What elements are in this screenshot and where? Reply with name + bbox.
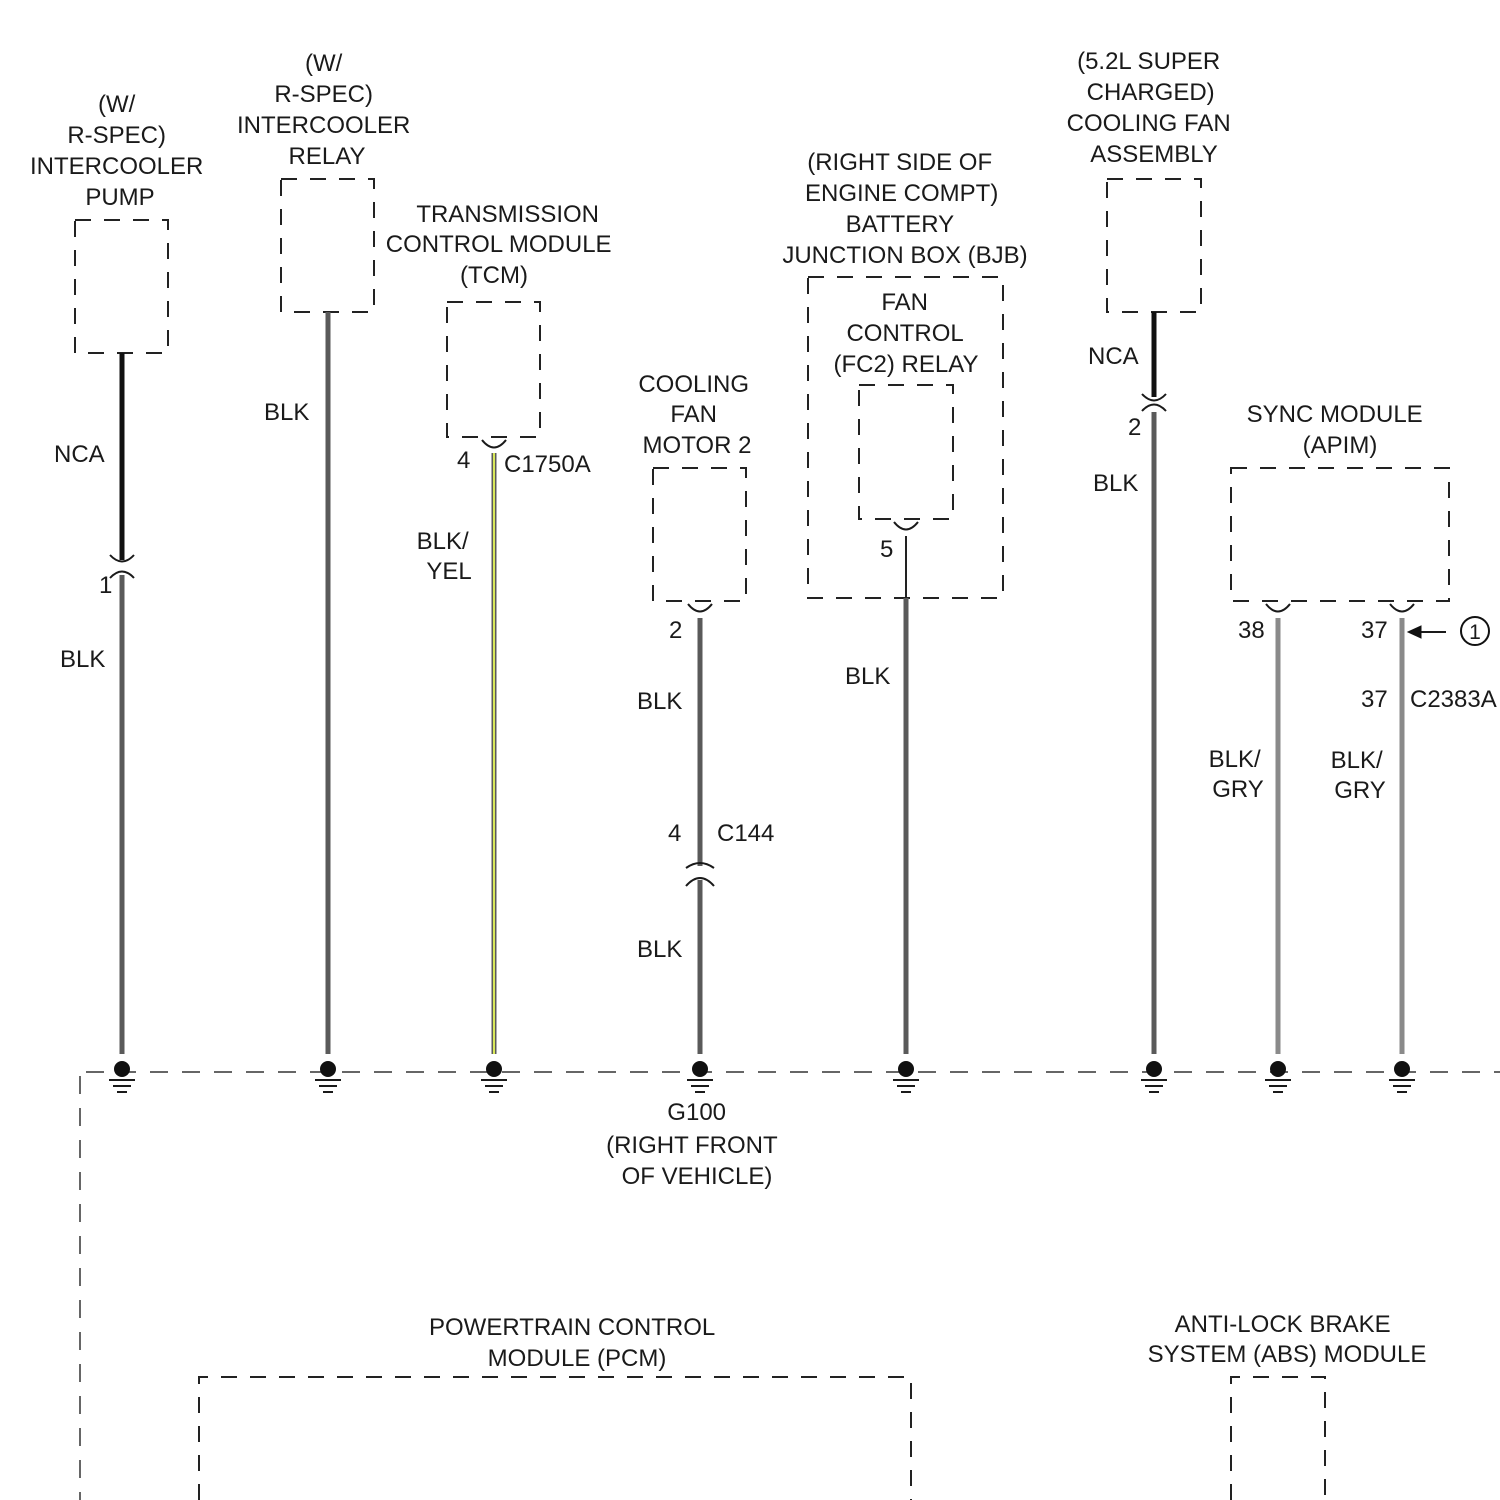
abs-module-box (1231, 1377, 1325, 1500)
fan-motor-pin-label: 2 (669, 617, 682, 644)
fan-motor-connector-symbol (688, 604, 712, 612)
intercooler-relay-label: (W/ R-SPEC) INTERCOOLER RELAY (237, 50, 417, 170)
relay-blk-label: BLK (264, 399, 309, 426)
fan-assembly-blk-label: BLK (1093, 470, 1138, 497)
ground-symbol (893, 1061, 919, 1092)
tcm-connector-symbol (482, 440, 506, 448)
cooling-fan-motor-2-box (653, 468, 746, 601)
ground-symbols (109, 1061, 1415, 1092)
sync-37-connector-symbol (1390, 604, 1414, 612)
intercooler-pump-label: (W/ R-SPEC) INTERCOOLER PUMP (30, 91, 210, 211)
ground-symbol (109, 1061, 135, 1092)
ground-symbol (315, 1061, 341, 1092)
tcm-box (447, 302, 540, 437)
ground-g100-label: G100 (RIGHT FRONT OF VEHICLE) (606, 1099, 784, 1190)
fc2-blk-label: BLK (845, 663, 890, 690)
fan-control-relay-box (859, 385, 953, 519)
ground-splice-dot (486, 1061, 502, 1077)
sync-pin-37-label: 37 (1361, 617, 1388, 644)
fc2-pin-label: 5 (880, 536, 893, 563)
fan-motor-blk-label-2: BLK (637, 936, 682, 963)
pump-nca-label: NCA (54, 441, 105, 468)
ground-symbol (481, 1061, 507, 1092)
pump-pin-label: 1 (99, 572, 112, 599)
c144-connector-label: C144 (717, 820, 774, 847)
ground-symbol (1265, 1061, 1291, 1092)
fan-control-relay-label: FAN CONTROL (FC2) RELAY (834, 289, 979, 378)
cooling-fan-assembly-box (1107, 179, 1201, 312)
intercooler-relay-box (281, 179, 374, 312)
intercooler-pump-box (75, 220, 168, 353)
ground-symbol (687, 1061, 713, 1092)
fc2-connector-symbol (894, 522, 918, 530)
bjb-label: (RIGHT SIDE OF ENGINE COMPT) BATTERY JUN… (782, 149, 1027, 269)
pcm-box (199, 1377, 911, 1500)
ground-splice-dot (114, 1061, 130, 1077)
callout-number: 1 (1469, 621, 1481, 644)
callout-arrow-head (1408, 626, 1421, 638)
pump-blk-label: BLK (60, 646, 105, 673)
c2383a-pin-label: 37 (1361, 686, 1388, 713)
ground-splice-dot (1394, 1061, 1410, 1077)
fan-assembly-pin-label: 2 (1128, 414, 1141, 441)
sync-pin-38-label: 38 (1238, 617, 1265, 644)
tcm-connector-label: C1750A (504, 451, 591, 478)
sync-38-connector-symbol (1266, 604, 1290, 612)
c2383a-connector-label: C2383A (1410, 686, 1497, 713)
abs-module-label: ANTI-LOCK BRAKE SYSTEM (ABS) MODULE (1148, 1311, 1427, 1368)
sync-module-label: SYNC MODULE (APIM) (1247, 401, 1430, 459)
ground-symbol (1389, 1061, 1415, 1092)
c144-pin-label: 4 (668, 820, 681, 847)
ground-symbol (1141, 1061, 1167, 1092)
pcm-label: POWERTRAIN CONTROL MODULE (PCM) (429, 1314, 721, 1372)
sync-37-color-label: BLK/ GRY (1331, 747, 1390, 804)
sync-38-color-label: BLK/ GRY (1209, 746, 1268, 803)
sync-module-box (1231, 468, 1449, 601)
tcm-label: TRANSMISSION CONTROL MODULE (TCM) (386, 201, 618, 289)
cooling-fan-assembly-label: (5.2L SUPER CHARGED) COOLING FAN ASSEMBL… (1067, 48, 1238, 168)
tcm-pin-label: 4 (457, 447, 470, 474)
fan-assembly-nca-label: NCA (1088, 343, 1139, 370)
fan-motor-blk-label-1: BLK (637, 688, 682, 715)
ground-splice-dot (320, 1061, 336, 1077)
ground-splice-dot (898, 1061, 914, 1077)
ground-splice-dot (1270, 1061, 1286, 1077)
tcm-wire-color-label: BLK/ YEL (417, 528, 476, 585)
ground-splice-dot (1146, 1061, 1162, 1077)
ground-splice-dot (692, 1061, 708, 1077)
cooling-fan-motor-2-label: COOLING FAN MOTOR 2 (638, 371, 755, 459)
